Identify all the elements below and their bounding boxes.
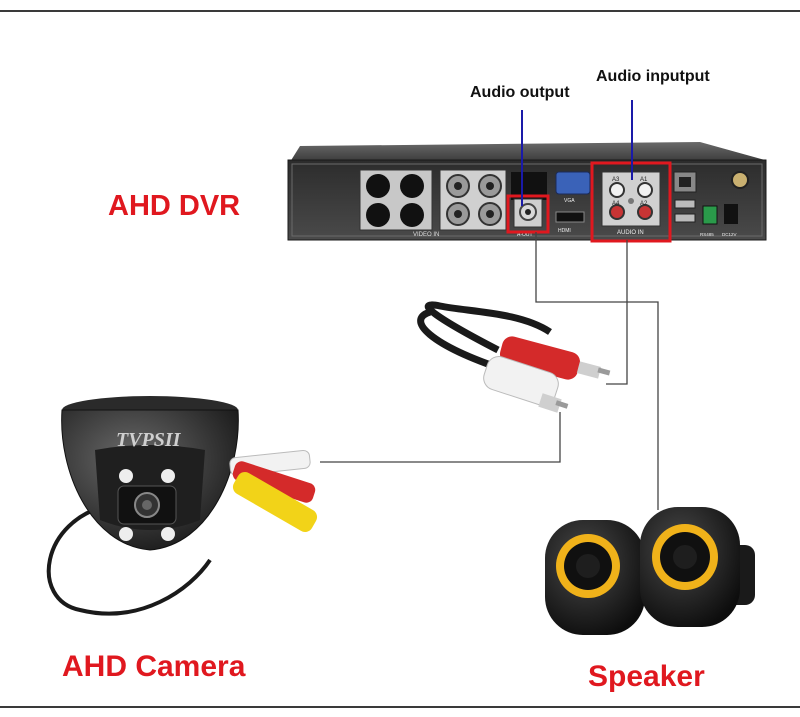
- top-frame-line: [0, 10, 800, 12]
- connection-lines: [320, 232, 659, 510]
- svg-text:A3: A3: [612, 177, 620, 183]
- camera-label: AHD Camera: [62, 650, 246, 683]
- svg-text:VGA: VGA: [564, 198, 575, 204]
- svg-text:A4: A4: [612, 201, 620, 207]
- network-port-icon: [673, 171, 697, 193]
- video-in-label: VIDEO IN: [413, 232, 439, 238]
- ahd-camera: TVPSII: [46, 396, 318, 616]
- svg-text:DC12V: DC12V: [722, 232, 737, 237]
- svg-text:A1: A1: [640, 177, 648, 183]
- vga-port: VGA: [555, 171, 591, 204]
- bottom-frame-line: [0, 706, 800, 708]
- rs485-port: RS485: [700, 205, 718, 237]
- usb-icon: [674, 199, 696, 223]
- audio-in-label: AUDIO IN: [617, 230, 644, 236]
- speakers: [545, 507, 755, 635]
- svg-text:HDMI: HDMI: [558, 228, 571, 234]
- svg-text:RS485: RS485: [700, 232, 714, 237]
- camera-brand: TVPSII: [116, 429, 182, 451]
- rca-white-plug: [483, 356, 569, 413]
- hdmi-port: HDMI: [555, 211, 585, 234]
- speaker-right: [640, 507, 755, 627]
- video-ports-bnc: [439, 169, 507, 231]
- rca-red-plug: [499, 336, 611, 380]
- rca-cable: [417, 301, 611, 413]
- a-out-highlight: [506, 194, 550, 234]
- power-jack-icon: DC12V: [722, 171, 749, 237]
- dvr-unit: VIDEO IN A-OUT VGA HDMI A3 A1: [287, 142, 767, 243]
- audio-input-label: Audio inputput: [596, 68, 710, 85]
- svg-text:A2: A2: [640, 201, 648, 207]
- audio-in-block: A3 A1 A4 A2 AUDIO IN: [601, 171, 661, 236]
- speaker-label: Speaker: [588, 660, 705, 693]
- a-out-label: A-OUT: [517, 232, 533, 238]
- audio-output-label: Audio output: [470, 84, 570, 101]
- speaker-left: [545, 520, 645, 635]
- video-ports-left: [359, 169, 433, 231]
- dvr-label: AHD DVR: [108, 190, 241, 222]
